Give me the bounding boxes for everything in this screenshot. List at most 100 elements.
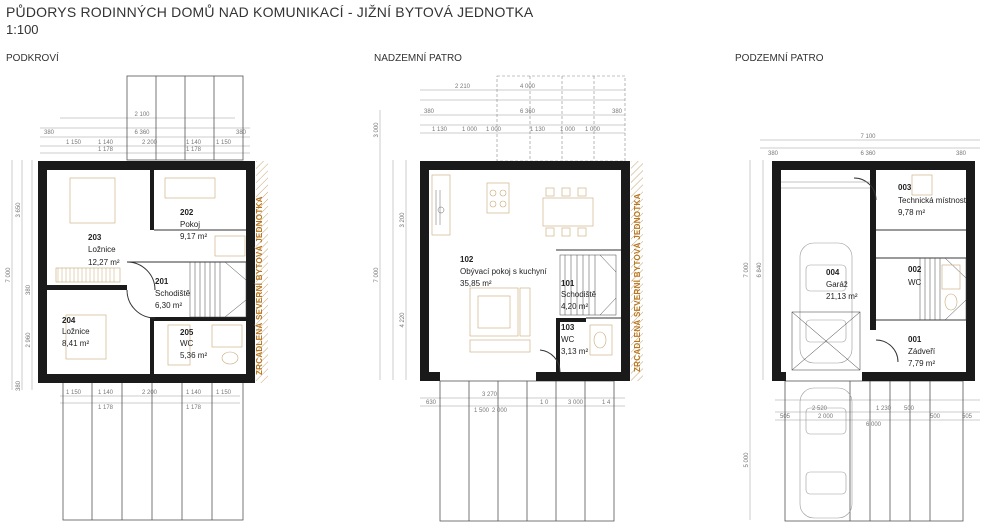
room-204-number: 204	[62, 316, 76, 325]
basement-cars	[799, 242, 853, 519]
dim-ground-l3: 4 220	[400, 312, 406, 328]
ground-walls	[420, 161, 630, 381]
dim-attic-left-1: 3 650	[16, 202, 22, 218]
ground-kitchen-window	[435, 190, 445, 225]
room-003-name: Technická místnost	[898, 196, 967, 205]
dim-basement-l3: 5 000	[744, 452, 750, 468]
room-103-area: 3,13 m²	[561, 347, 588, 356]
dim-ground-b5: 1 0	[540, 400, 549, 406]
attic-furniture	[55, 177, 246, 366]
dim-ground-r6: 1 000	[585, 127, 601, 133]
dim-attic-r1-4: 1 140	[186, 140, 202, 146]
attic-north-balcony	[126, 75, 244, 161]
room-204-name: Ložnice	[62, 327, 90, 336]
dim-attic-left: 380	[44, 130, 55, 136]
room-003-area: 9,78 m²	[898, 208, 925, 217]
dim-attic-b-5: 1 150	[216, 390, 232, 396]
dim-ground-r4: 1 130	[530, 127, 546, 133]
drawing-scale: 1:100	[6, 22, 39, 37]
dim-basement-t1: 7 100	[860, 134, 876, 140]
room-201-area: 6,30 m²	[155, 301, 182, 310]
attic-walls	[38, 161, 255, 383]
dim-attic-r2-1: 1 178	[98, 147, 114, 153]
dim-ground-l4: 3 200	[400, 212, 406, 228]
room-001-number: 001	[908, 335, 922, 344]
dim-attic-r1-1: 1 150	[66, 140, 82, 146]
dim-basement-b3: 2 000	[818, 414, 834, 420]
room-103-number: 103	[561, 323, 575, 332]
dim-basement-b4: 1 230	[876, 406, 892, 412]
dim-basement-l1: 7 000	[744, 262, 750, 278]
dim-ground-r5: 1 000	[560, 127, 576, 133]
room-201-number: 201	[155, 277, 169, 286]
dim-attic-total: 2 100	[134, 112, 150, 118]
room-102-area: 35,85 m²	[460, 279, 492, 288]
ground-south-terrace	[439, 380, 615, 522]
room-002-number: 002	[908, 265, 922, 274]
ground-plan: 2 210 4 000 6 360 380 380 1 130 1 000 1 …	[374, 75, 643, 522]
basement-stair	[919, 257, 967, 321]
dim-ground-t4: 380	[424, 109, 435, 115]
section-label-ground: NADZEMNÍ PATRO	[374, 53, 462, 64]
section-label-basement: PODZEMNÍ PATRO	[735, 53, 824, 64]
room-202-area: 9,17 m²	[180, 232, 207, 241]
dim-ground-t1: 2 210	[455, 84, 471, 90]
basement-plan: 7 100 6 360 380 380 7 000 6 840 5 000 50…	[744, 134, 980, 522]
dim-attic-b2-2: 1 178	[186, 405, 202, 411]
room-203-area: 12,27 m²	[88, 258, 120, 267]
dim-ground-b2: 3 270	[482, 392, 498, 398]
room-003-number: 003	[898, 183, 912, 192]
room-202-number: 202	[180, 208, 194, 217]
room-002-name: WC	[908, 278, 922, 287]
attic-stair	[189, 261, 247, 318]
room-203-number: 203	[88, 233, 102, 242]
dim-ground-b3: 1 500	[474, 408, 490, 414]
dim-ground-t5: 380	[612, 109, 623, 115]
dim-attic-right: 380	[236, 130, 247, 136]
section-label-attic: PODKROVÍ	[6, 53, 59, 64]
dim-ground-r1: 1 130	[432, 127, 448, 133]
attic-mirror-label: ZRCADLENÁ SEVERNÍ BYTOVÁ JEDNOTKA	[255, 196, 264, 375]
dim-attic-r1-2: 1 140	[98, 140, 114, 146]
room-203-name: Ložnice	[88, 245, 116, 254]
dim-basement-b5: 500	[904, 406, 915, 412]
ground-furniture	[431, 174, 613, 356]
dim-attic-r2-2: 1 178	[186, 147, 202, 153]
room-204-area: 8,41 m²	[62, 339, 89, 348]
room-205-name: WC	[180, 339, 194, 348]
dim-attic-r1-5: 1 150	[216, 140, 232, 146]
dim-attic-b2-1: 1 178	[98, 405, 114, 411]
dim-attic-left-total: 7 000	[6, 267, 12, 283]
dim-ground-b7: 1 4	[602, 400, 611, 406]
room-205-number: 205	[180, 328, 194, 337]
room-103-name: WC	[561, 335, 575, 344]
attic-plan: 2 100 6 360 380 380 1 150 1 140 2 200 1 …	[6, 75, 268, 521]
room-202-name: Pokoj	[180, 220, 200, 229]
dim-ground-b6: 3 000	[568, 400, 584, 406]
basement-dimension-lines	[749, 139, 980, 520]
dim-attic-b-4: 1 140	[186, 390, 202, 396]
dim-basement-b8: 505	[962, 414, 973, 420]
dim-ground-b1: 630	[426, 400, 437, 406]
dim-ground-b4: 2 000	[492, 408, 508, 414]
room-205-area: 5,36 m²	[180, 351, 207, 360]
room-101-name: Schodiště	[561, 290, 597, 299]
dim-ground-l2: 7 000	[374, 267, 380, 283]
basement-garage-shelf	[781, 181, 870, 189]
dim-attic-b-3: 2 200	[142, 390, 158, 396]
ground-mirror-hatch	[631, 161, 643, 381]
ground-pergola	[496, 75, 626, 162]
ground-partitions	[539, 249, 621, 373]
dim-attic-left-3: 2 960	[26, 332, 32, 348]
room-101-number: 101	[561, 279, 575, 288]
room-001-area: 7,79 m²	[908, 359, 935, 368]
dim-basement-t4: 380	[956, 151, 967, 157]
attic-partitions	[126, 229, 246, 319]
dim-basement-l2: 6 840	[757, 262, 763, 278]
dim-ground-r2: 1 000	[462, 127, 478, 133]
room-102-number: 102	[460, 255, 474, 264]
attic-dimension-lines	[11, 117, 250, 404]
dim-ground-t3: 6 360	[520, 109, 536, 115]
room-004-name: Garáž	[826, 280, 848, 289]
